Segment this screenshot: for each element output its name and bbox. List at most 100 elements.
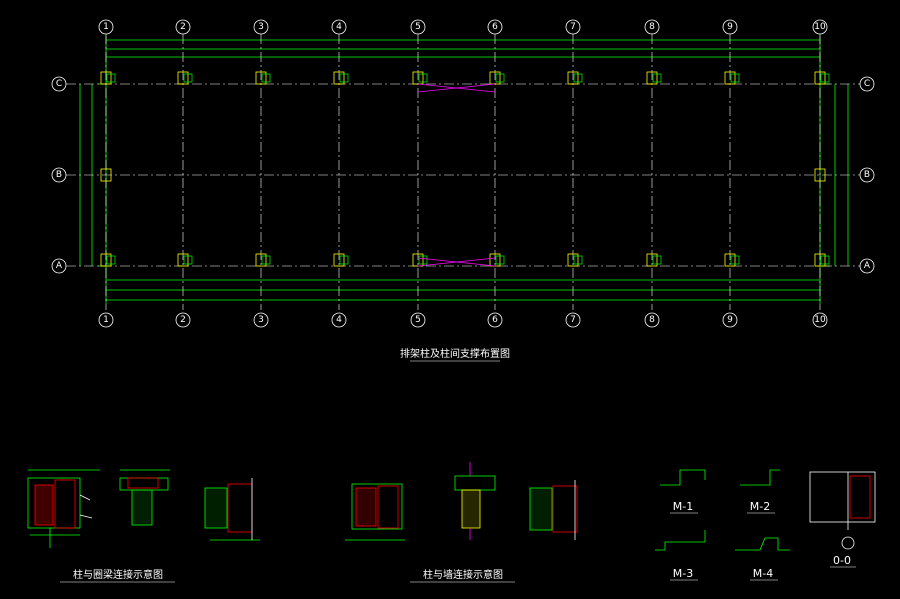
column-base-plate: [106, 255, 116, 265]
axis-bubble-bottom-1-circle: [98, 312, 114, 328]
column-base-plate: [652, 255, 662, 265]
mark-m3-label: M-3: [673, 567, 693, 580]
axis-bubble-right-A-label: A: [864, 261, 871, 271]
axis-bubble-top-1-circle: [98, 19, 114, 35]
mark-m4-shape: [735, 537, 790, 551]
column-base-plate: [183, 255, 193, 265]
axis-bubble-right-C-label: C: [864, 79, 870, 89]
column-base-plate: [820, 73, 830, 83]
axis-bubble-right-B-label: B: [864, 170, 870, 180]
axis-bubble-top-10-label: 10: [814, 22, 826, 32]
axis-bubble-left-A-circle: [51, 258, 67, 274]
axis-bubble-top-10-circle: [812, 19, 828, 35]
axis-bubble-top-5-label: 5: [415, 22, 421, 32]
axis-bubble-top-6-circle: [487, 19, 503, 35]
column-base-plate: [339, 255, 349, 265]
detail-column-ring-beam-2: [119, 469, 170, 526]
axis-bubble-bottom-5-circle: [410, 312, 426, 328]
axis-bubble-left-B-circle: [51, 167, 67, 183]
column-marker: [814, 71, 826, 85]
column-base-plate: [495, 73, 505, 83]
section-0-0-label: 0-0: [833, 554, 851, 567]
column-marker: [255, 71, 267, 85]
axis-bubble-top-4-label: 4: [336, 22, 342, 32]
axis-bubble-right-C-circle: [859, 76, 875, 92]
axis-bubble-top-6-label: 6: [492, 22, 498, 32]
axis-bubble-bottom-10-label: 10: [814, 315, 826, 325]
detail-title-wall: 柱与墙连接示意图: [423, 568, 503, 581]
column-markers: [100, 71, 830, 267]
column-base-plate: [573, 73, 583, 83]
column-marker: [814, 253, 826, 267]
mark-m1-label: M-1: [673, 500, 693, 513]
axis-bubble-bottom-2-label: 2: [180, 315, 186, 325]
axis-bubble-left-A-label: A: [56, 261, 63, 271]
axis-bubble-left-C-circle: [51, 76, 67, 92]
detail-title-ring-beam: 柱与圈梁连接示意图: [73, 568, 163, 581]
column-marker: [177, 71, 189, 85]
column-marker: [567, 71, 579, 85]
column-base-plate: [820, 255, 830, 265]
mark-m3-shape: [655, 530, 706, 551]
axis-bubble-top-5-circle: [410, 19, 426, 35]
column-base-plate: [106, 73, 116, 83]
axis-bubble-left-B-label: B: [56, 170, 62, 180]
axis-bubble-right-A-circle: [859, 258, 875, 274]
axis-bubble-bottom-1-label: 1: [103, 315, 109, 325]
column-base-plate: [652, 73, 662, 83]
axis-bubble-bottom-2-circle: [175, 312, 191, 328]
column-base-plate: [339, 73, 349, 83]
column-marker: [100, 168, 112, 182]
bracing-crosses: [417, 83, 496, 267]
section-0-0-detail: [809, 471, 876, 550]
axis-bubble-top-8-circle: [644, 19, 660, 35]
axis-bubble-bottom-4-label: 4: [336, 315, 342, 325]
axis-bubble-bottom-5-label: 5: [415, 315, 421, 325]
axis-bubble-top-8-label: 8: [649, 22, 655, 32]
column-marker: [100, 253, 112, 267]
column-marker: [646, 71, 658, 85]
axis-bubble-bottom-9-circle: [722, 312, 738, 328]
axis-bubble-top-3-circle: [253, 19, 269, 35]
mark-m2-shape: [740, 469, 780, 486]
axis-bubble-left-C-label: C: [56, 79, 62, 89]
column-base-plate: [730, 255, 740, 265]
axis-bubble-bottom-8-label: 8: [649, 315, 655, 325]
column-marker: [724, 71, 736, 85]
column-base-plate: [730, 73, 740, 83]
axis-bubble-bottom-3-circle: [253, 312, 269, 328]
axis-bubble-top-7-label: 7: [570, 22, 576, 32]
axis-bubble-bottom-6-circle: [487, 312, 503, 328]
column-marker: [333, 253, 345, 267]
column-marker: [333, 71, 345, 85]
mark-m1-shape: [660, 469, 706, 486]
mark-m2-label: M-2: [750, 500, 770, 513]
column-base-plate: [183, 73, 193, 83]
axis-bubble-top-4-circle: [331, 19, 347, 35]
axis-bubble-bottom-3-label: 3: [258, 315, 264, 325]
detail-column-ring-beam-3: [204, 478, 260, 541]
column-base-plate: [261, 255, 271, 265]
detail-column-wall-3: [529, 480, 578, 540]
column-base-plate: [418, 255, 428, 265]
axis-bubble-top-2-circle: [175, 19, 191, 35]
plan-title: 排架柱及柱间支撑布置图: [400, 347, 510, 360]
column-marker: [814, 168, 826, 182]
column-base-plate: [495, 255, 505, 265]
detail-column-ring-beam-1: [27, 469, 100, 548]
column-marker: [724, 253, 736, 267]
axis-bubble-top-9-label: 9: [727, 22, 733, 32]
axis-bubble-right-B-circle: [859, 167, 875, 183]
axis-bubble-top-3-label: 3: [258, 22, 264, 32]
axis-bubble-bottom-6-label: 6: [492, 315, 498, 325]
axis-bubble-bottom-10-circle: [812, 312, 828, 328]
axis-bubble-top-1-label: 1: [103, 22, 109, 32]
column-marker: [100, 71, 112, 85]
mark-m4-label: M-4: [753, 567, 773, 580]
column-base-plate: [573, 255, 583, 265]
column-marker: [255, 253, 267, 267]
detail-column-wall-2: [454, 462, 496, 540]
column-marker: [567, 253, 579, 267]
